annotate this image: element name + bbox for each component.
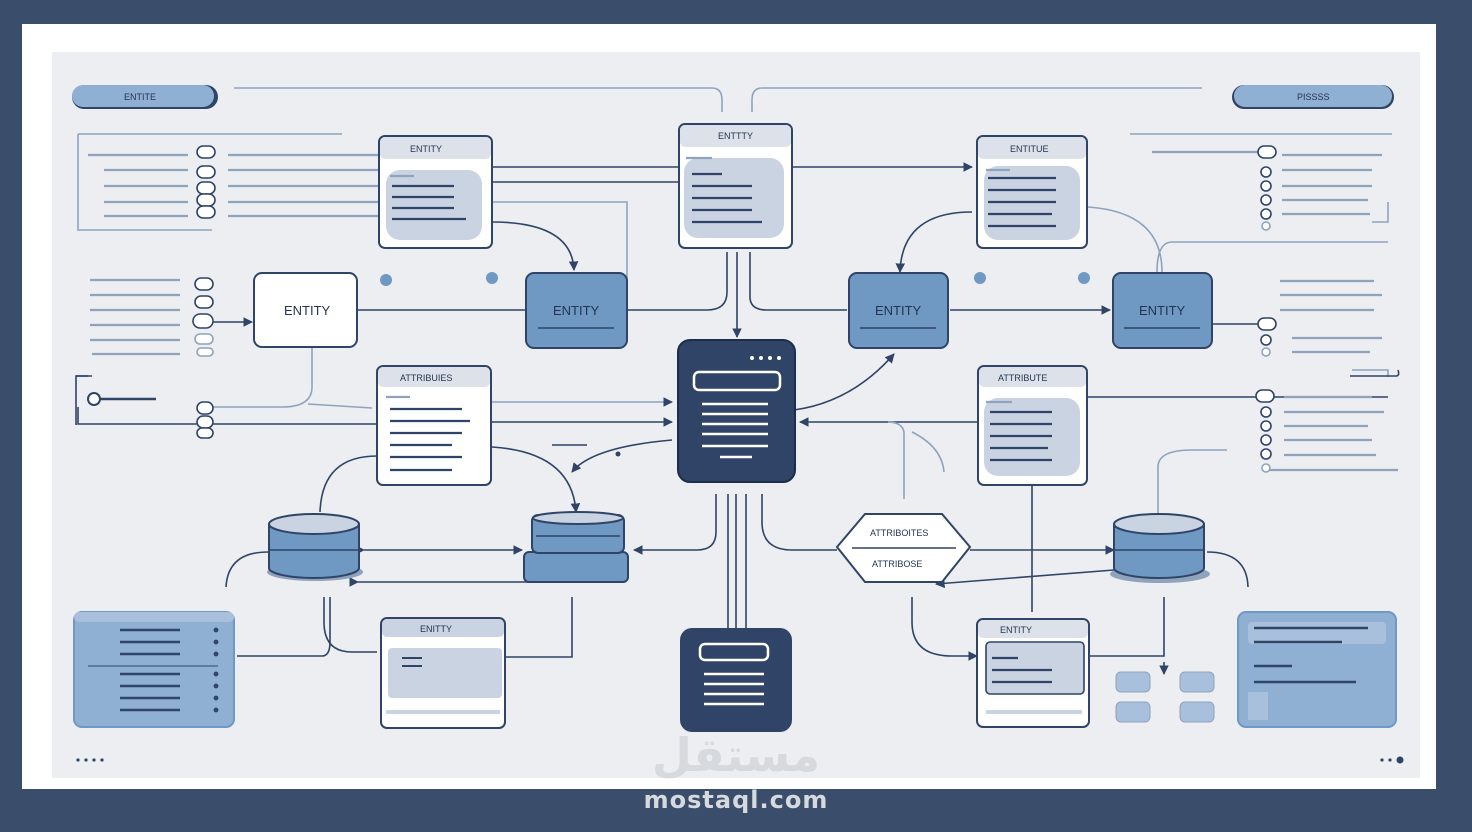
right-list-top-nodes — [1257, 145, 1277, 231]
diagram-canvas: ENTITE PISSSS — [52, 52, 1420, 778]
watermark-arabic: مستقل — [651, 728, 821, 782]
attribute-card-right[interactable]: ATTRIBUTE — [977, 365, 1088, 486]
pill-top-right-label: PISSSS — [1297, 92, 1330, 102]
attribute-card-right-title: ATTRIBUTE — [998, 373, 1047, 383]
entity-box-blue-right-label: ENTITY — [1139, 303, 1186, 318]
decorative-dots — [380, 272, 1090, 457]
corner-dots-left — [76, 758, 104, 762]
central-server[interactable] — [677, 339, 796, 483]
right-edge-hook — [76, 369, 1400, 377]
entity-card-top-center[interactable]: ENTTTY — [678, 123, 793, 249]
pill-top-right[interactable]: PISSSS — [1232, 85, 1394, 109]
entity-card-top-right-title: ENTITUE — [1010, 144, 1049, 154]
entity-card-top-right[interactable]: ENTITUE — [976, 135, 1088, 249]
pill-top-left-label: ENTITE — [124, 92, 156, 102]
right-list-mid — [1280, 279, 1382, 354]
entity-box-blue-center[interactable]: ENTITY — [848, 272, 949, 349]
entity-card-bottom-center-left[interactable]: ENITTY — [380, 617, 506, 729]
database-stack-center-left[interactable] — [523, 511, 629, 583]
er-diagram: ENTITE PISSSS — [72, 85, 1404, 764]
corner-dots-right — [1380, 756, 1404, 764]
entity-card-top-left-title: ENTITY — [410, 144, 442, 154]
entity-box-mid-left[interactable]: ENTITY — [253, 272, 358, 348]
database-cylinder-left[interactable] — [267, 513, 363, 581]
database-cylinder-right[interactable] — [1110, 513, 1210, 583]
right-list-mid-nodes — [1257, 317, 1277, 357]
entity-box-mid-left-label: ENTITY — [284, 303, 331, 318]
right-list-low — [1264, 395, 1398, 472]
entity-card-bottom-right[interactable]: ENTITY — [976, 618, 1090, 728]
entity-card-bottom-right-title: ENTITY — [1000, 625, 1032, 635]
list-panel-bottom-right[interactable] — [1237, 611, 1397, 728]
right-list-low-nodes — [1255, 389, 1275, 473]
entity-box-blue-right[interactable]: ENTITY — [1112, 272, 1213, 349]
attribute-card-left[interactable]: ATTRIBUIES — [376, 365, 492, 486]
hexagon-top-label: ATTRIBOITES — [870, 528, 928, 538]
entity-box-blue-center-label: ENTITY — [875, 303, 922, 318]
watermark-latin: mostaql.com — [643, 786, 829, 814]
entity-box-blue-left[interactable]: ENTITY — [525, 272, 628, 349]
pill-top-left[interactable]: ENTITE — [72, 85, 218, 109]
hexagon-bottom-label: ATTRIBOSE — [872, 559, 922, 569]
attribute-hexagon[interactable]: ATTRIBOITES ATTRIBOSE — [835, 513, 972, 583]
server-bottom-center[interactable] — [680, 628, 792, 732]
left-list-top — [88, 153, 378, 218]
left-slider[interactable] — [75, 375, 214, 439]
left-list-top-nodes — [196, 145, 216, 219]
left-list-mid — [90, 278, 180, 356]
right-list-top — [1152, 150, 1382, 216]
entity-box-blue-left-label: ENTITY — [553, 303, 600, 318]
attribute-card-left-title: ATTRIBUIES — [400, 373, 452, 383]
entity-card-bottom-center-left-title: ENITTY — [420, 624, 452, 634]
list-panel-bottom-left[interactable] — [73, 611, 235, 728]
left-list-mid-nodes — [192, 277, 214, 357]
entity-card-top-left[interactable]: ENTITY — [378, 135, 493, 249]
entity-card-top-center-title: ENTTTY — [718, 131, 753, 141]
mini-buttons[interactable] — [1115, 671, 1215, 723]
